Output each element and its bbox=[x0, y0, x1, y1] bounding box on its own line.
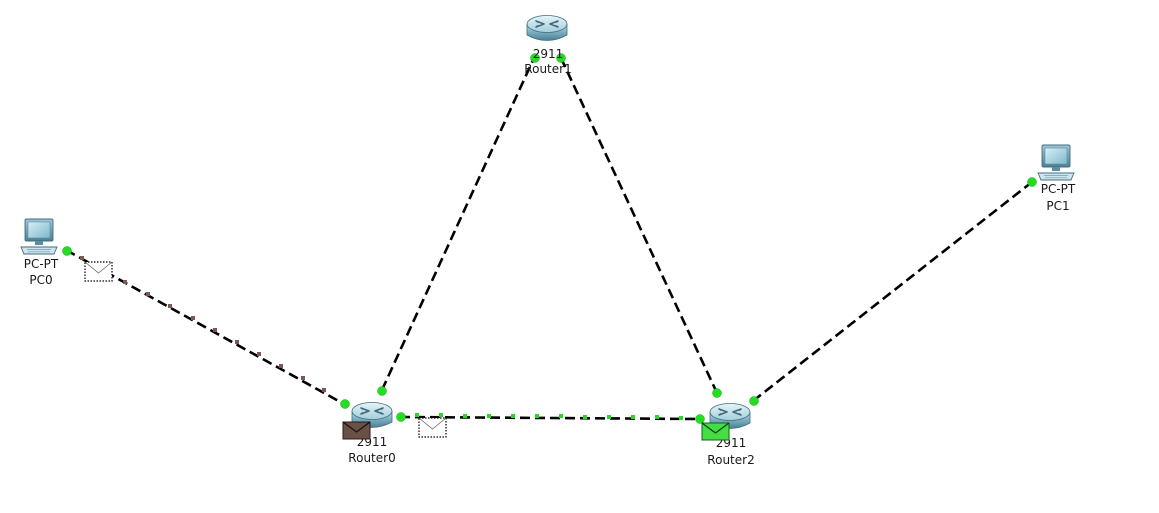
port-light-pc0 bbox=[62, 246, 72, 256]
envelope-icon bbox=[418, 417, 447, 438]
trail-dot bbox=[301, 376, 305, 380]
packet-trail-pc0-router0 bbox=[80, 256, 326, 392]
trail-dot bbox=[279, 364, 283, 368]
trail-dot bbox=[463, 414, 467, 418]
pc1-name-label: PC1 bbox=[1046, 199, 1069, 213]
trail-dot bbox=[235, 340, 239, 344]
router0-name-label: Router0 bbox=[348, 451, 395, 465]
router-icon bbox=[526, 14, 568, 42]
router1-model-label: 2911 bbox=[533, 47, 564, 61]
router2-name-label: Router2 bbox=[707, 453, 754, 467]
port-light-router2-router0 bbox=[695, 414, 705, 424]
link-router1-router2[interactable] bbox=[559, 57, 719, 394]
pdu-envelope-router2[interactable] bbox=[701, 422, 730, 441]
port-light-router0-router1 bbox=[377, 386, 387, 396]
envelope-icon bbox=[342, 421, 371, 440]
pc-icon bbox=[1037, 144, 1075, 181]
router1-device[interactable]: 2911 Router1 bbox=[524, 14, 572, 77]
packet-trail-router0-router2 bbox=[415, 413, 683, 420]
trail-dot bbox=[146, 292, 150, 296]
envelope-icon bbox=[701, 422, 730, 441]
port-light-router0-router2 bbox=[396, 412, 406, 422]
pdu-envelope-r0-r2-link[interactable] bbox=[418, 417, 447, 438]
port-light-pc1 bbox=[1027, 177, 1037, 187]
port-light-router0-pc0 bbox=[340, 399, 350, 409]
trail-dot bbox=[511, 414, 515, 418]
pc-icon bbox=[20, 218, 58, 255]
trail-dot bbox=[559, 414, 563, 418]
link-pc0-router0[interactable] bbox=[65, 248, 345, 406]
port-status-lights bbox=[62, 53, 1037, 424]
envelope-flap bbox=[701, 422, 730, 434]
trail-dot bbox=[583, 415, 587, 419]
port-light-router2-pc1 bbox=[749, 396, 759, 406]
link-router0-router2[interactable] bbox=[399, 415, 701, 421]
port-light-router2-router1 bbox=[712, 388, 722, 398]
pc0-device[interactable]: PC-PT PC0 bbox=[20, 218, 59, 287]
trail-dot bbox=[415, 413, 419, 417]
trail-dot bbox=[487, 414, 491, 418]
envelope-flap bbox=[84, 261, 113, 274]
pc0-model-label: PC-PT bbox=[24, 257, 59, 271]
pc0-name-label: PC0 bbox=[29, 273, 52, 287]
pdu-envelope-router0[interactable] bbox=[342, 421, 371, 440]
envelope-flap bbox=[418, 417, 447, 430]
link-router0-router1[interactable] bbox=[380, 57, 536, 391]
trail-dot bbox=[191, 316, 195, 320]
trail-dot bbox=[80, 256, 84, 260]
port-light-router1-router2 bbox=[556, 53, 566, 63]
pc1-model-label: PC-PT bbox=[1041, 182, 1076, 196]
trail-dot bbox=[607, 415, 611, 419]
trail-dot bbox=[123, 280, 127, 284]
link-router2-pc1[interactable] bbox=[752, 180, 1033, 403]
trail-dot bbox=[439, 413, 443, 417]
trail-dot bbox=[168, 304, 172, 308]
links bbox=[65, 57, 1033, 421]
pc1-device[interactable]: PC-PT PC1 bbox=[1037, 144, 1076, 213]
trail-dot bbox=[257, 352, 261, 356]
pdu-envelope-pc0-link[interactable] bbox=[84, 261, 113, 282]
trail-dot bbox=[655, 415, 659, 419]
port-light-router1-router0 bbox=[530, 53, 540, 63]
trail-dot bbox=[535, 414, 539, 418]
trail-dot bbox=[322, 388, 326, 392]
trail-dot bbox=[213, 328, 217, 332]
router1-name-label: Router1 bbox=[524, 62, 571, 76]
envelope-flap bbox=[342, 421, 371, 433]
envelope-icon bbox=[84, 261, 113, 282]
trail-dot bbox=[631, 415, 635, 419]
trail-dot bbox=[679, 416, 683, 420]
